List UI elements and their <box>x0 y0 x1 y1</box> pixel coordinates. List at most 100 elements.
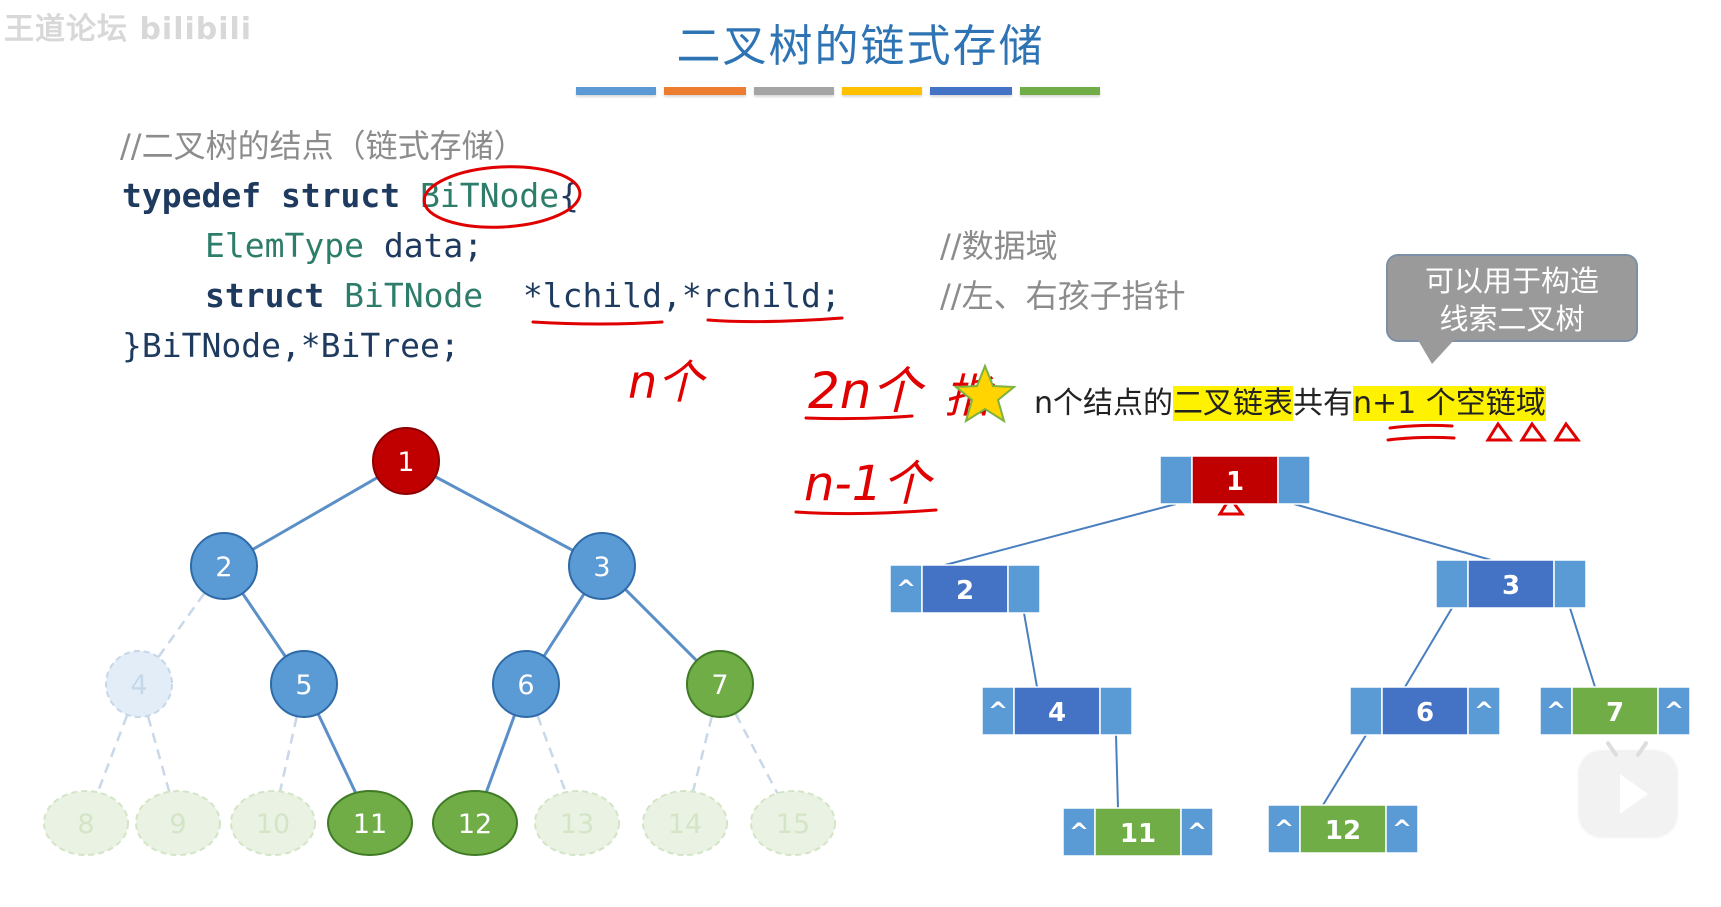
code-comment-data: //数据域 <box>940 227 1058 265</box>
lchild-null-symbol: ^ <box>1546 697 1566 725</box>
tree-node-4: 4 <box>105 650 173 718</box>
tree-edge-1-2 <box>223 459 407 568</box>
tree-node-shape <box>372 427 440 495</box>
tree-node-12: 12 <box>432 790 518 856</box>
tree-node-label: 11 <box>353 809 387 840</box>
code-line-closing: }BiTNode,*BiTree; <box>122 326 460 365</box>
callout-line-2: 线索二叉树 <box>1439 302 1585 336</box>
list-link-3-7 <box>1569 607 1596 688</box>
list-node-1: 1 <box>1159 455 1311 505</box>
title-bar-6 <box>1020 87 1100 95</box>
data-cell <box>921 564 1009 614</box>
list-link-4-11 <box>1115 734 1119 809</box>
data-label: 7 <box>1606 698 1624 728</box>
rchild-null-symbol: ^ <box>1187 818 1207 846</box>
lchild-cell <box>1267 804 1301 854</box>
tree-edge-1-3 <box>405 459 603 568</box>
tree-node-7: 7 <box>686 650 754 718</box>
data-label: 6 <box>1416 698 1434 728</box>
rchild-cell <box>1277 455 1311 505</box>
lchild-cell <box>1435 559 1469 609</box>
list-node-6: 6^ <box>1349 686 1501 736</box>
title-bar-2 <box>664 87 746 95</box>
lchild-null-symbol: ^ <box>1069 818 1089 846</box>
slide-title: 二叉树的链式存储 <box>676 21 1045 72</box>
tree-node-label: 7 <box>711 670 728 701</box>
lchild-cell <box>889 564 923 614</box>
lchild-cell <box>1159 455 1193 505</box>
code-keyword-struct: struct <box>280 176 401 215</box>
code-struct-name: BiTNode <box>420 176 560 215</box>
rchild-cell <box>1180 807 1214 857</box>
lchild-cell <box>1062 807 1096 857</box>
tree-node-shape <box>432 790 518 856</box>
rchild-null-symbol: ^ <box>1392 815 1412 843</box>
list-link-3-6 <box>1404 607 1453 688</box>
ink-text-n-count: n个 <box>628 355 707 409</box>
tree-node-5: 5 <box>270 650 338 718</box>
ink-underline-n-minus-1 <box>794 508 938 516</box>
play-icon <box>1620 774 1648 814</box>
statement-part-2: 共有 <box>1293 386 1354 421</box>
tree-node-label: 12 <box>458 809 492 840</box>
tree-node-label: 2 <box>215 552 232 583</box>
tree-node-9: 9 <box>135 790 221 856</box>
tree-node-label: 9 <box>169 809 186 840</box>
code-type-bitnode: BiTNode <box>344 276 484 315</box>
code-comment-children: //左、右孩子指针 <box>940 277 1186 315</box>
statement-highlight-n-plus-1: n+1 <box>1353 386 1417 421</box>
data-label: 4 <box>1048 698 1066 728</box>
tree-node-shape <box>230 790 316 856</box>
lchild-cell <box>1349 686 1383 736</box>
data-label: 3 <box>1502 571 1520 601</box>
callout-line-1: 可以用于构造 <box>1424 264 1599 298</box>
bilibili-watermark: 王道论坛 bilibili <box>4 12 253 47</box>
ink-triangle-3 <box>1553 421 1581 442</box>
ink-triangle-root <box>1217 495 1245 516</box>
tree-node-label: 13 <box>560 809 594 840</box>
code-field-data: data; <box>363 226 484 265</box>
tree-node-11: 11 <box>327 790 413 856</box>
tree-node-shape <box>686 650 754 718</box>
rchild-cell <box>1553 559 1587 609</box>
statement-part-1: n个结点的 <box>1034 386 1174 421</box>
star-icon <box>953 363 1017 424</box>
ink-underline-rchild <box>706 316 844 324</box>
rchild-cell <box>1099 686 1133 736</box>
rchild-null-symbol: ^ <box>1664 697 1684 725</box>
statement-part-3: 个空链域 <box>1416 386 1546 421</box>
data-cell <box>1013 686 1101 736</box>
code-keyword-struct-2: struct <box>205 276 325 315</box>
handwritten-annotations <box>422 165 1581 516</box>
list-link-1-3 <box>1293 503 1492 561</box>
tree-node-3: 3 <box>568 532 636 600</box>
rchild-cell <box>1007 564 1041 614</box>
data-label: 11 <box>1120 819 1156 849</box>
handwritten-text: n个 2n个 指 n-1个 <box>628 355 995 512</box>
title-bar-1 <box>576 87 656 95</box>
tree-node-10: 10 <box>230 790 316 856</box>
list-node-11: ^ 11 ^ <box>1062 807 1214 857</box>
rchild-cell <box>1467 686 1501 736</box>
statement-highlight-binary-list: 二叉链表 <box>1173 386 1294 421</box>
tree-node-shape <box>135 790 221 856</box>
ink-double-underline-1 <box>1388 423 1454 430</box>
ink-triangle-1 <box>1485 421 1513 442</box>
tree-node-shape <box>750 790 836 856</box>
data-cell <box>1094 807 1182 857</box>
title-bar-4 <box>842 87 922 95</box>
tree-node-shape <box>534 790 620 856</box>
list-link-6-12 <box>1322 734 1367 806</box>
lchild-cell <box>981 686 1015 736</box>
list-node-7: ^ 7 ^ <box>1539 686 1691 736</box>
tree-node-label: 14 <box>668 809 702 840</box>
play-button[interactable] <box>1580 752 1676 836</box>
tree-node-1: 1 <box>372 427 440 495</box>
tree-node-8: 8 <box>43 790 129 856</box>
tree-node-13: 13 <box>534 790 620 856</box>
code-type-elemtype: ElemType <box>205 226 364 265</box>
code-field-children: *lchild,*rchild; <box>483 276 841 315</box>
null-link-statement: n个结点的二叉链表共有n+1 个空链域 <box>1034 378 1546 422</box>
